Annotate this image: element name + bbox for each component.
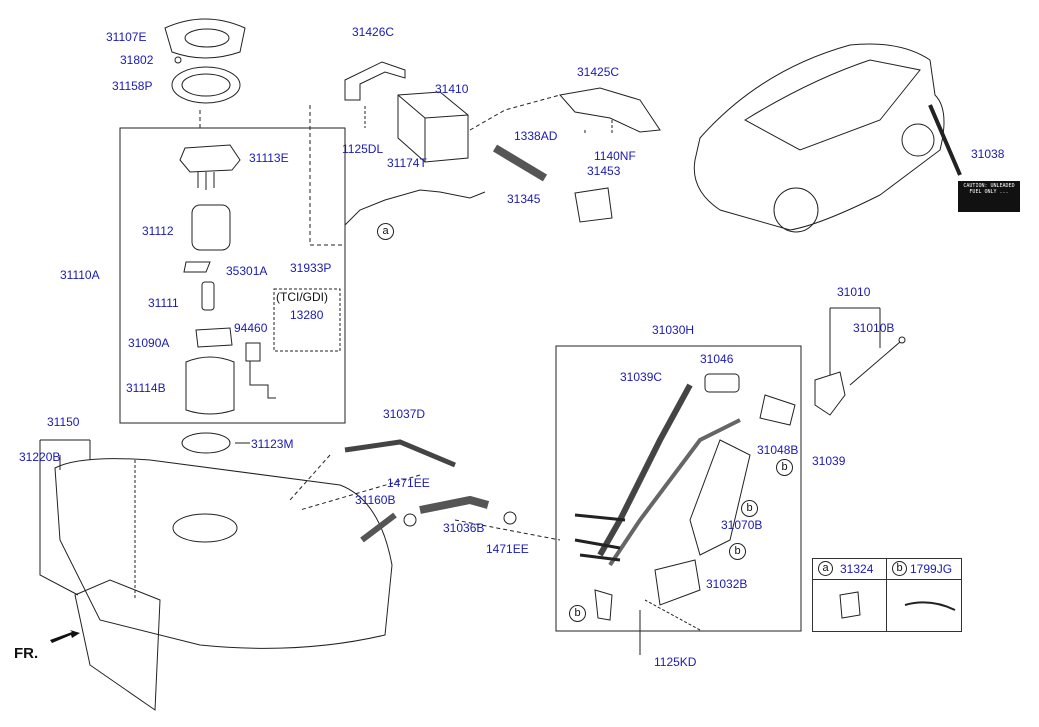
callout-a-marker: a	[377, 223, 394, 240]
part-label-31010[interactable]: 31010	[837, 285, 871, 299]
part-label-31090A[interactable]: 31090A	[128, 336, 170, 350]
legend-part-1799JG[interactable]: 1799JG	[910, 562, 953, 576]
part-label-31110A[interactable]: 31110A	[60, 268, 100, 282]
callout-b-marker: b	[741, 500, 758, 517]
car-outline	[693, 43, 945, 231]
front-arrow-icon	[50, 630, 80, 643]
variant-note: (TCI/GDI)	[276, 290, 328, 304]
pump-31112-shape	[191, 204, 231, 251]
part-label-31123M[interactable]: 31123M	[251, 437, 294, 451]
legend-part-31324[interactable]: 31324	[840, 562, 874, 576]
fuel-tank-31150-shape	[54, 458, 393, 649]
pump-31111-shape	[201, 281, 215, 311]
part-label-31220B[interactable]: 31220B	[19, 450, 61, 464]
legend-divider	[886, 559, 887, 631]
part-label-1471EE-lower[interactable]: 1471EE	[486, 542, 529, 556]
part-label-31425C[interactable]: 31425C	[577, 65, 620, 79]
legend-key-b: b	[892, 561, 907, 576]
part-label-31046[interactable]: 31046	[700, 352, 734, 366]
canister-31410-shape	[397, 91, 469, 163]
part-label-31150[interactable]: 31150	[47, 415, 80, 429]
part-label-1471EE-upper[interactable]: 1471EE	[387, 476, 430, 490]
part-label-31030H[interactable]: 31030H	[652, 323, 695, 337]
part-label-94460[interactable]: 94460	[234, 321, 268, 335]
bracket-31426C-shape	[344, 61, 406, 101]
part-label-1125KD[interactable]: 1125KD	[654, 655, 697, 669]
legend-key-a: a	[818, 561, 833, 576]
part-label-31345[interactable]: 31345	[507, 192, 541, 206]
part-label-31107E[interactable]: 31107E	[106, 30, 147, 44]
bracket-31425C-shape	[559, 87, 661, 133]
bracket-31090A-shape	[195, 327, 233, 348]
flange-31113E-shape	[179, 144, 241, 173]
filler-tube-shape	[597, 383, 693, 557]
shield-31070B-shape	[689, 439, 751, 556]
part-label-1338AD[interactable]: 1338AD	[514, 129, 558, 143]
seal-31048B-shape	[759, 394, 796, 426]
part-label-31410[interactable]: 31410	[435, 82, 469, 96]
cap-31010-shape	[814, 371, 846, 416]
part-label-35301A[interactable]: 35301A	[226, 264, 268, 278]
cover-31107E-shape	[164, 18, 246, 59]
hose-31036B-shape	[419, 495, 490, 514]
part-label-1140NF[interactable]: 1140NF	[594, 149, 636, 163]
legend-table: a 31324 b 1799JG	[812, 558, 962, 632]
tci-gdi-box	[273, 288, 341, 352]
part-label-31113E[interactable]: 31113E	[249, 151, 289, 165]
heat-shield-shape	[74, 579, 161, 711]
callout-b-marker: b	[776, 459, 793, 476]
part-label-31933P[interactable]: 31933P	[290, 261, 332, 275]
part-label-31160B[interactable]: 31160B	[355, 493, 396, 507]
part-label-31112[interactable]: 31112	[142, 224, 174, 238]
front-direction-label: FR.	[14, 645, 39, 662]
part-label-31158P[interactable]: 31158P	[112, 79, 153, 93]
callout-b-marker: b	[569, 605, 586, 622]
part-label-31070B[interactable]: 31070B	[721, 518, 763, 532]
caution-decal: CAUTION: UNLEADED FUEL ONLY ...	[958, 181, 1020, 212]
hose-31345-shape	[492, 144, 548, 182]
part-label-31114B[interactable]: 31114B	[126, 381, 166, 395]
ring-31158P-shape	[171, 66, 241, 104]
hose-31160B-shape	[360, 512, 397, 543]
part-label-31802[interactable]: 31802	[120, 53, 154, 67]
part-label-31426C[interactable]: 31426C	[352, 25, 395, 39]
hose-31174T-shape	[344, 189, 486, 226]
part-label-31039C[interactable]: 31039C	[620, 370, 663, 384]
legend-header-rule	[813, 579, 961, 580]
part-label-31032B[interactable]: 31032B	[706, 577, 748, 591]
part-label-13280[interactable]: 13280	[290, 308, 324, 322]
reservoir-31114B-shape	[185, 356, 235, 415]
part-label-31039[interactable]: 31039	[812, 454, 846, 468]
hose-31037D-shape	[344, 439, 456, 468]
part-label-31453[interactable]: 31453	[587, 164, 621, 178]
part-label-31038[interactable]: 31038	[971, 147, 1005, 161]
part-label-31037D[interactable]: 31037D	[383, 407, 426, 421]
part-label-31010B[interactable]: 31010B	[853, 321, 895, 335]
filter-31453-shape	[574, 187, 613, 223]
part-label-1125DL[interactable]: 1125DL	[342, 142, 384, 156]
part-label-31048B[interactable]: 31048B	[757, 443, 799, 457]
fuel-pump-module-box	[119, 127, 346, 424]
part-label-31111[interactable]: 31111	[148, 296, 179, 310]
part-label-31174T[interactable]: 31174T	[387, 156, 427, 170]
bracket-31032B-shape	[654, 559, 701, 606]
part-label-31036B[interactable]: 31036B	[443, 521, 485, 535]
gasket-31123M-shape	[181, 432, 231, 454]
callout-b-marker: b	[729, 543, 746, 560]
filler-neck-box	[555, 345, 802, 632]
